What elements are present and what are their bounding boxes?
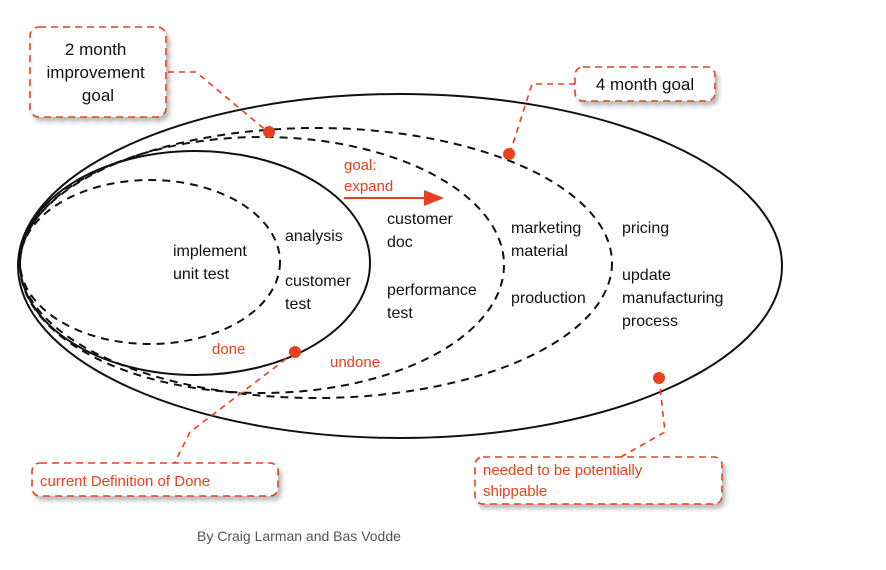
callout-two-month-line3: goal <box>82 86 114 105</box>
item-performance-test-line1: performance <box>387 282 477 299</box>
svg-text:performance test: performance test <box>387 282 481 322</box>
callout-four-month-text: 4 month goal <box>596 75 694 94</box>
connector-two-month <box>168 71 269 133</box>
label-expand: expand <box>344 178 393 195</box>
label-undone: undone <box>330 354 380 371</box>
marker-dot-current-dod <box>289 346 301 358</box>
item-analysis: analysis <box>285 228 343 245</box>
connector-current-dod <box>171 351 296 469</box>
item-unit-test: unit test <box>173 266 230 283</box>
callout-four-month: 4 month goal <box>574 66 716 102</box>
marker-dot-shippable <box>653 372 665 384</box>
connector-shippable <box>611 377 666 463</box>
item-marketing-line2: material <box>511 243 568 260</box>
svg-text:implement unit test: implement unit test <box>173 243 251 283</box>
svg-text:customer doc: customer doc <box>387 211 457 251</box>
item-pricing: pricing <box>622 220 669 237</box>
inner-dashed-ellipse <box>19 179 281 345</box>
item-implement: implement <box>173 243 247 260</box>
marker-dot-two-month <box>263 126 275 138</box>
svg-text:customer test: customer test <box>285 273 355 313</box>
item-marketing-line1: marketing <box>511 220 581 237</box>
svg-text:needed to be potentially: needed to be potentially shippable <box>483 462 646 500</box>
svg-text:2 month improvement: 2 month improvement goal <box>47 40 150 105</box>
svg-text:goal: expand: goal: expand <box>344 157 393 195</box>
outer-solid-ellipse <box>17 93 783 439</box>
item-customer-test-line2: test <box>285 296 311 313</box>
label-goal: goal: <box>344 157 377 174</box>
credit-text: By Craig Larman and Bas Vodde <box>197 528 401 544</box>
callout-current-dod: current Definition of Done <box>31 462 279 497</box>
label-done: done <box>212 341 245 358</box>
callout-two-month-line1: 2 month <box>65 40 126 59</box>
connector-four-month <box>509 83 575 154</box>
item-customer-doc-line2: doc <box>387 234 413 251</box>
item-performance-test-line2: test <box>387 305 413 322</box>
outer-dashed-ellipse <box>19 127 613 399</box>
item-customer-test-line1: customer <box>285 273 351 290</box>
item-manufacturing: manufacturing <box>622 290 723 307</box>
item-customer-doc-line1: customer <box>387 211 453 228</box>
callout-shippable-line2: shippable <box>483 483 547 500</box>
svg-text:update manufacturing p: update manufacturing process <box>622 267 728 330</box>
callout-current-dod-text: current Definition of Done <box>40 473 210 490</box>
item-update: update <box>622 267 671 284</box>
callout-two-month-line2: improvement <box>47 63 146 82</box>
item-process: process <box>622 313 678 330</box>
marker-dot-four-month <box>503 148 515 160</box>
callout-shippable: needed to be potentially shippable <box>474 456 723 505</box>
callout-two-month: 2 month improvement goal <box>29 26 167 118</box>
callout-shippable-line1: needed to be potentially <box>483 462 643 479</box>
svg-text:marketing material: marketing material <box>511 220 586 260</box>
item-production: production <box>511 290 586 307</box>
